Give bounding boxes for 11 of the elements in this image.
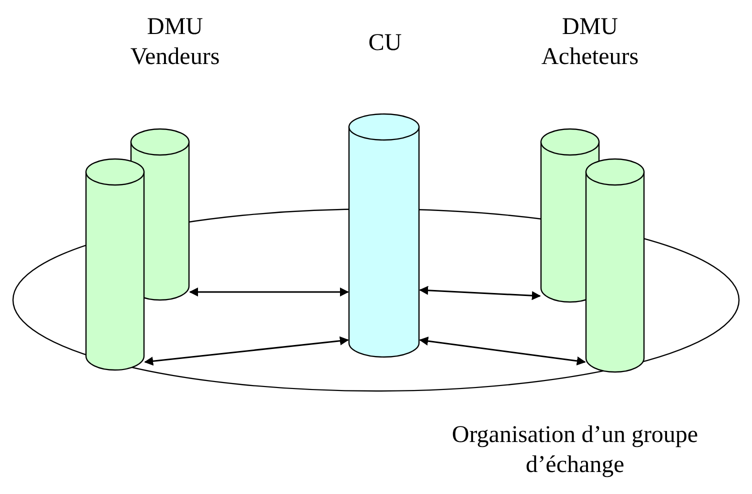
group-label: CU: [367, 29, 403, 58]
double-arrow: [144, 336, 349, 366]
cylinder: [348, 113, 420, 357]
caption: Organisation d’un groupe d’échange: [450, 421, 700, 480]
double-arrow: [419, 336, 586, 366]
group-label: DMU Acheteurs: [540, 13, 640, 72]
double-arrow: [189, 288, 349, 296]
group-label: DMU Vendeurs: [129, 13, 221, 72]
cylinder: [585, 158, 645, 372]
cylinder: [85, 158, 145, 370]
double-arrow: [419, 286, 541, 300]
